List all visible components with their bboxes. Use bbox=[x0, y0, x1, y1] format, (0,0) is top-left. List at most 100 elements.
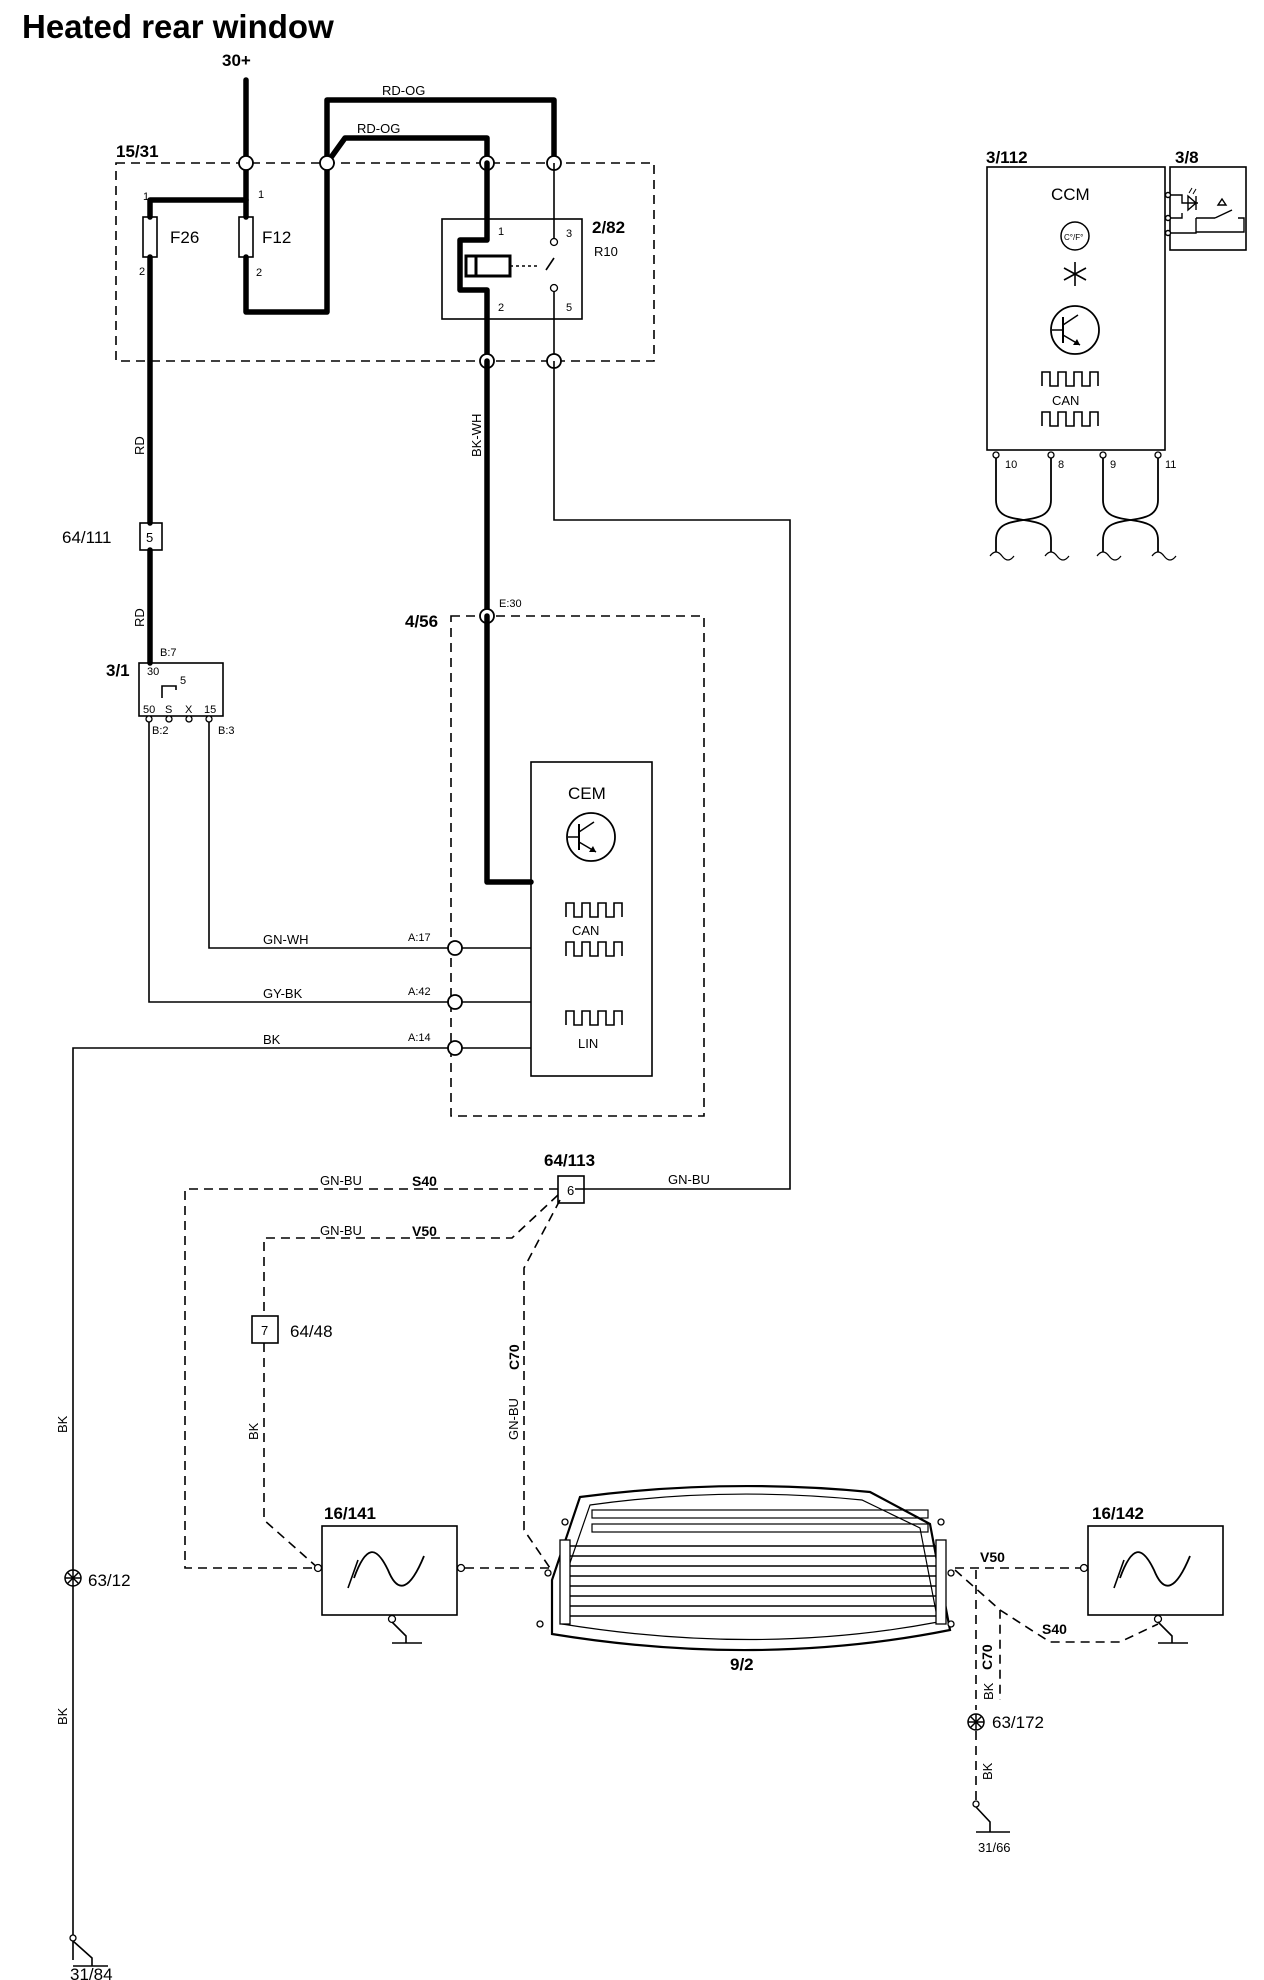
fuse-f12-symbol bbox=[238, 216, 254, 258]
ignition-pin-30: 30 bbox=[147, 666, 159, 678]
ground-31-84-label: 31/84 bbox=[70, 1965, 113, 1980]
ccm-pin-10: 10 bbox=[1005, 459, 1017, 471]
transistor-icon bbox=[566, 812, 616, 862]
relay-box bbox=[441, 218, 583, 320]
connector-node bbox=[238, 155, 254, 171]
fuse-f12-label: F12 bbox=[262, 228, 291, 247]
variant-s40-right: S40 bbox=[1042, 1621, 1067, 1637]
ccm-pin-9: 9 bbox=[1110, 459, 1116, 471]
relay-pin-1: 1 bbox=[498, 226, 504, 238]
snowflake-icon bbox=[1063, 262, 1087, 286]
cem-id: 4/56 bbox=[405, 612, 438, 631]
fuse-bus-wire bbox=[147, 160, 249, 220]
relay-pin-3: 3 bbox=[566, 228, 572, 240]
ccm-pin-8: 8 bbox=[1058, 459, 1064, 471]
wire-label-gn-bu-s40: GN-BU bbox=[320, 1173, 362, 1188]
ignition-terminal bbox=[205, 715, 213, 723]
wire-label-gn-wh: GN-WH bbox=[263, 932, 309, 947]
ccm-temp-text: C°/F° bbox=[1064, 233, 1083, 242]
ccm-can-label: CAN bbox=[1052, 393, 1079, 408]
cem-pin-a14: A:14 bbox=[408, 1032, 431, 1044]
fuse-f26-symbol bbox=[142, 216, 158, 258]
ccm-pin bbox=[1099, 451, 1107, 459]
cem-lin-label: LIN bbox=[578, 1036, 598, 1051]
cem-can-label: CAN bbox=[572, 923, 599, 938]
ccm-pin bbox=[1154, 451, 1162, 459]
filter-terminal bbox=[1079, 1563, 1089, 1573]
cem-name: CEM bbox=[568, 784, 606, 803]
ignition-terminal bbox=[145, 715, 153, 723]
ignition-pin-b2: B:2 bbox=[152, 725, 169, 737]
wire-label-gn-bu-right: GN-BU bbox=[668, 1172, 710, 1187]
ignition-contact-symbol bbox=[161, 685, 177, 698]
variant-c70-right: C70 bbox=[979, 1644, 995, 1670]
relay-pin-2: 2 bbox=[498, 302, 504, 314]
ignition-switch-box bbox=[138, 662, 224, 717]
lin-wave-icon bbox=[565, 1010, 623, 1026]
connector-node bbox=[447, 994, 463, 1010]
diagram-title: Heated rear window bbox=[22, 8, 334, 45]
switch-led-icon bbox=[1164, 187, 1245, 237]
filter-terminal bbox=[387, 1614, 397, 1624]
filter-right-id: 16/142 bbox=[1092, 1504, 1144, 1523]
wire-label-bk-left-1: BK bbox=[55, 1415, 70, 1433]
cem-module-box bbox=[530, 761, 653, 1077]
wire-label-bk-left-2: BK bbox=[55, 1707, 70, 1725]
relay-name: R10 bbox=[594, 244, 618, 259]
wire-label-bk-a14: BK bbox=[263, 1032, 281, 1047]
filter-right-ground-wire bbox=[1157, 1621, 1173, 1643]
filter-left-box bbox=[321, 1525, 458, 1616]
filter-terminal bbox=[456, 1563, 466, 1573]
wire-label-bk-c70-2: BK bbox=[980, 1762, 995, 1780]
fuse-f26-pin1: 1 bbox=[143, 191, 149, 203]
wire-label-rd-og-2: RD-OG bbox=[357, 121, 400, 136]
switch-box bbox=[1169, 166, 1247, 251]
filter-terminal bbox=[1153, 1614, 1163, 1624]
splice-64-113-pin: 6 bbox=[567, 1183, 574, 1198]
splice-64-48-pin: 7 bbox=[261, 1323, 268, 1338]
wire-bk-64-48 bbox=[263, 1343, 319, 1569]
ignition-terminal bbox=[185, 715, 193, 723]
wire-label-gn-bu-c70: GN-BU bbox=[506, 1398, 521, 1440]
filter-left-id: 16/141 bbox=[324, 1504, 376, 1523]
ignition-pin-x: X bbox=[185, 704, 193, 716]
ignition-switch-id: 3/1 bbox=[106, 661, 130, 680]
splice-64-48-box bbox=[251, 1315, 279, 1344]
relay-coil-wire bbox=[457, 160, 490, 364]
wire-s40-right bbox=[954, 1569, 1159, 1700]
ccm-name: CCM bbox=[1051, 185, 1090, 204]
fuse-box-outline bbox=[115, 162, 655, 362]
ground-terminal bbox=[972, 1800, 980, 1808]
transistor-icon bbox=[1050, 305, 1100, 355]
ccm-pin bbox=[992, 451, 1000, 459]
filter-terminal bbox=[313, 1563, 323, 1573]
splice-64-111-label: 64/111 bbox=[62, 528, 111, 547]
cem-pin-e30: E:30 bbox=[499, 598, 522, 610]
connector-node bbox=[447, 940, 463, 956]
wire-label-bk-wh: BK-WH bbox=[469, 414, 484, 457]
wire-bk-a14 bbox=[72, 1047, 531, 1960]
wire-gn-bu-relay bbox=[553, 361, 791, 1190]
ignition-pin-b7: B:7 bbox=[160, 647, 177, 659]
filter-right-box bbox=[1087, 1525, 1224, 1616]
ccm-box bbox=[986, 166, 1166, 451]
filter-wave-icon bbox=[347, 1551, 425, 1589]
wire-rd-og-outer bbox=[243, 97, 557, 315]
ignition-pin-b3: B:3 bbox=[218, 725, 235, 737]
cem-pin-a42: A:42 bbox=[408, 986, 431, 998]
relay-contact-arm bbox=[545, 257, 555, 271]
wire-gy-bk bbox=[148, 722, 531, 1003]
filter-left-ground-wire bbox=[391, 1621, 407, 1643]
splice-64-48-label: 64/48 bbox=[290, 1322, 333, 1341]
fuse-f12-pin1: 1 bbox=[258, 189, 264, 201]
ground-63-12-label: 63/12 bbox=[88, 1571, 131, 1590]
wire-gn-bu-c70 bbox=[523, 1199, 561, 1569]
ccm-id: 3/112 bbox=[986, 148, 1028, 167]
ground-31-66-label: 31/66 bbox=[978, 1840, 1011, 1855]
ground-terminal bbox=[69, 1934, 77, 1942]
fuse-f26-label: F26 bbox=[170, 228, 199, 247]
can-wave-icon bbox=[1041, 371, 1099, 427]
ccm-twisted-pair-2 bbox=[1096, 458, 1177, 561]
rear-window-heater-grid bbox=[536, 1484, 955, 1652]
